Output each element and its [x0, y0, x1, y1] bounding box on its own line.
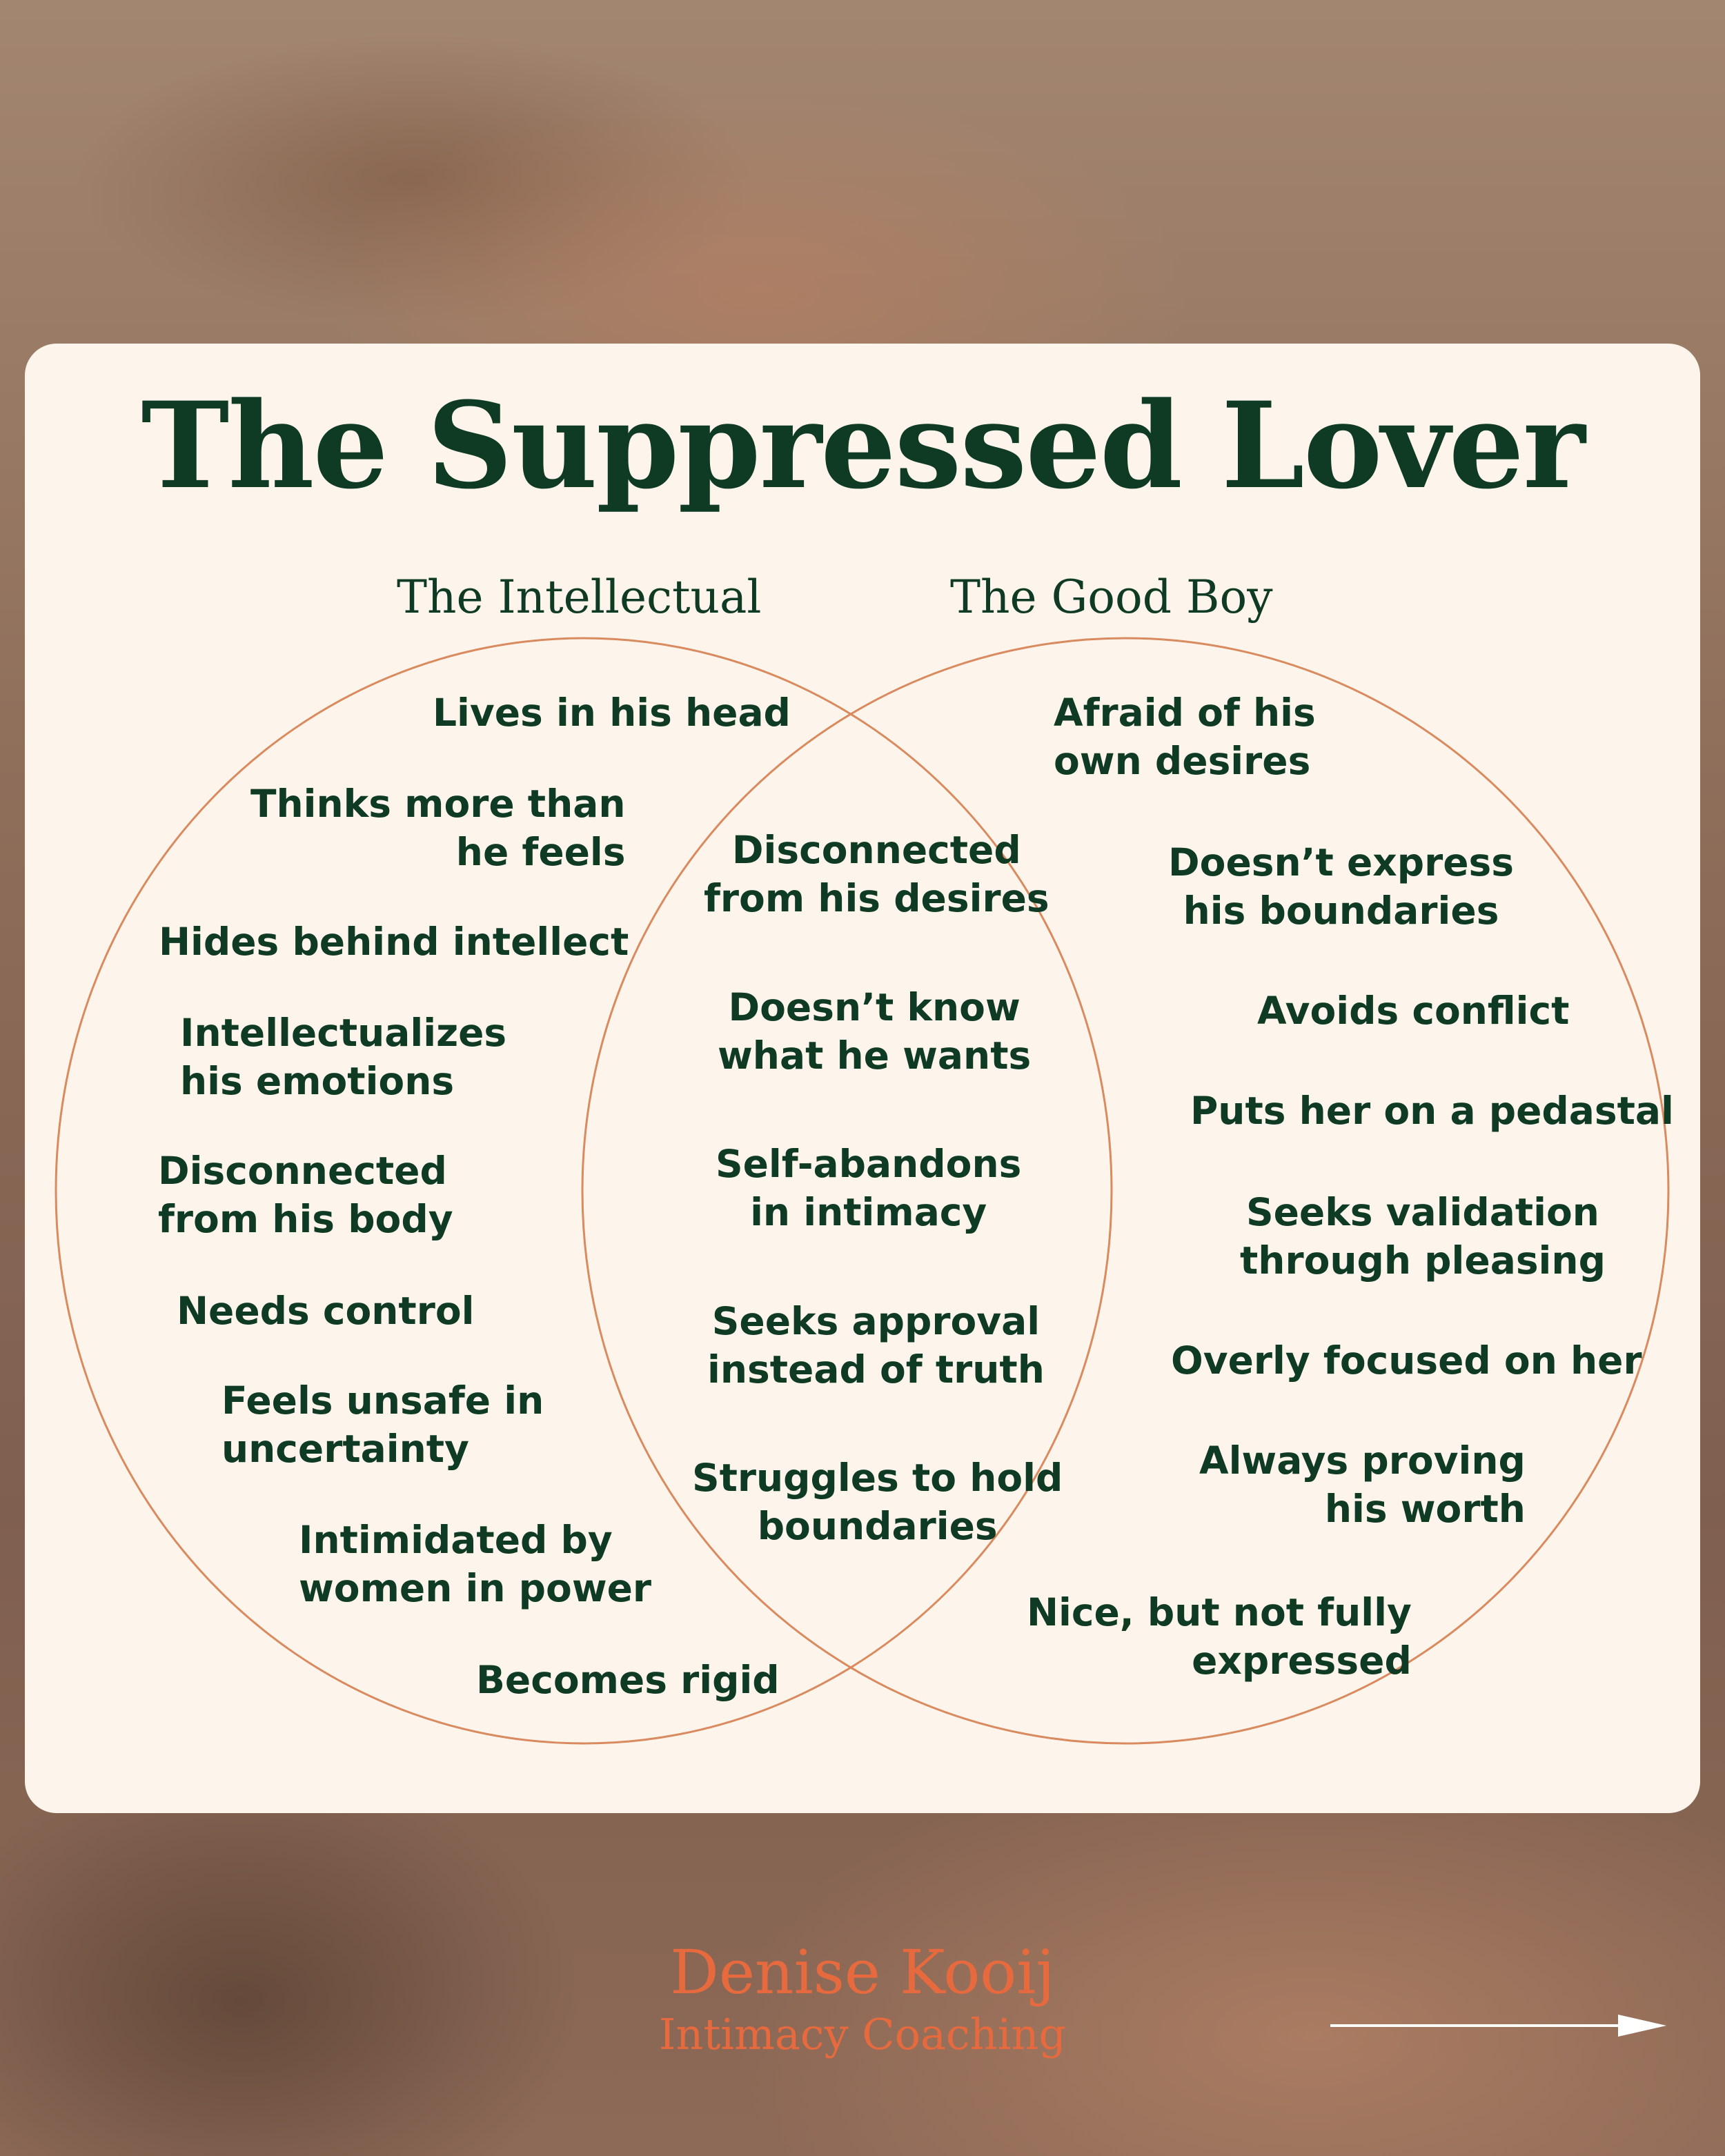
shared-item: Struggles to hold boundaries — [692, 1454, 1063, 1550]
shared-item: Seeks approval instead of truth — [707, 1297, 1045, 1394]
right-item: Puts her on a pedastal — [1190, 1087, 1674, 1135]
left-item: Disconnected from his body — [158, 1147, 453, 1243]
left-item: Becomes rigid — [476, 1656, 780, 1704]
left-item: Needs control — [177, 1287, 475, 1335]
shared-item: Disconnected from his desires — [704, 826, 1049, 922]
right-item: Seeks validation through pleasing — [1240, 1188, 1606, 1285]
right-item: Doesn’t express his boundaries — [1168, 838, 1514, 935]
left-item: Hides behind intellect — [159, 918, 629, 966]
arrow-right-icon[interactable] — [1328, 2005, 1673, 2046]
shared-item: Self-abandons in intimacy — [716, 1140, 1021, 1236]
left-item: Intimidated by women in power — [299, 1516, 651, 1612]
brand-name: Denise Kooij — [0, 1942, 1725, 2003]
right-item: Nice, but not fully expressed — [1027, 1588, 1412, 1685]
right-item: Avoids conflict — [1257, 987, 1569, 1035]
left-item: Intellectualizes his emotions — [180, 1009, 506, 1105]
left-item: Thinks more than he feels — [250, 780, 626, 876]
right-item: Always proving his worth — [1199, 1436, 1526, 1533]
left-item: Lives in his head — [433, 689, 791, 737]
right-item: Afraid of his own desires — [1054, 689, 1316, 785]
left-item: Feels unsafe in uncertainty — [221, 1376, 544, 1473]
shared-item: Doesn’t know what he wants — [718, 983, 1031, 1080]
right-item: Overly focused on her — [1171, 1336, 1642, 1385]
